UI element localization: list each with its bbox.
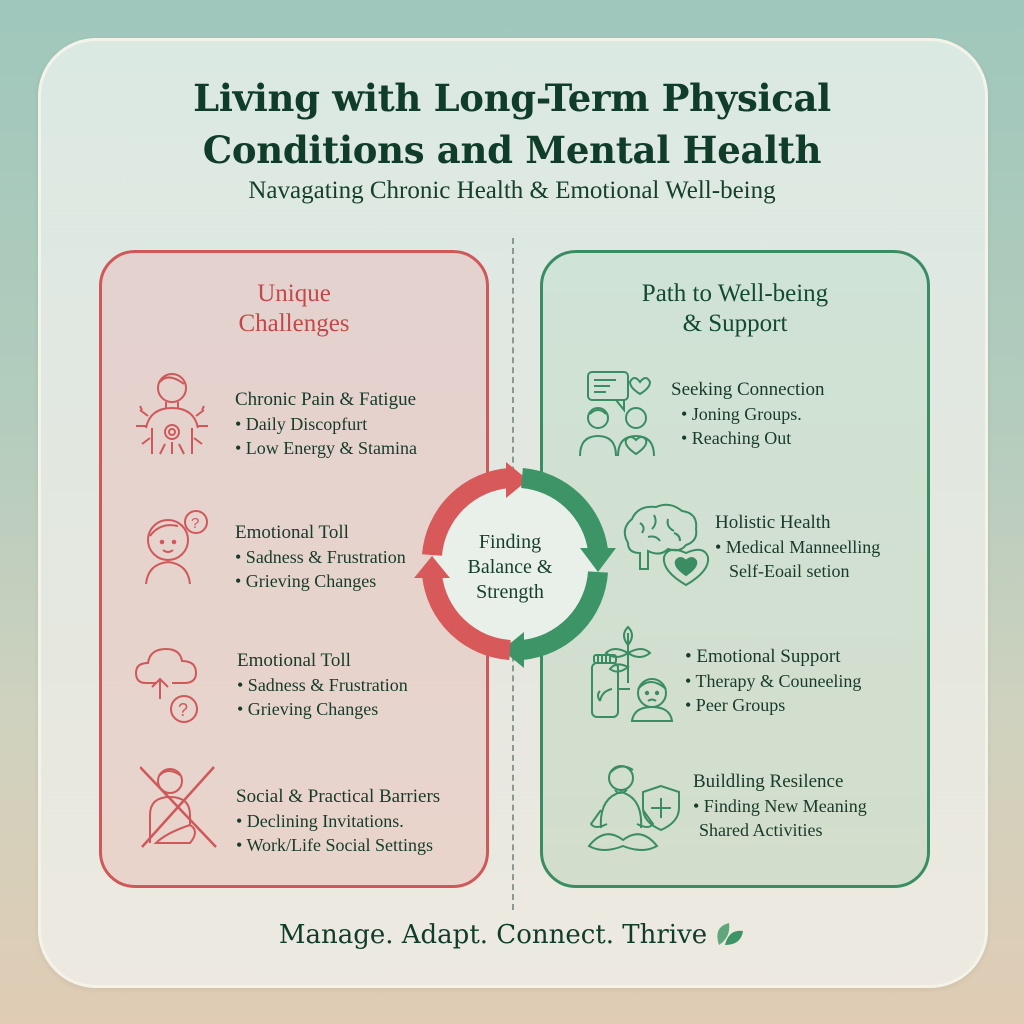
person-crossed-icon [140, 766, 217, 848]
svg-text:?: ? [191, 515, 199, 532]
item-bullet: • Sadness & Frustration [235, 547, 406, 567]
support-panel: Path to Well-being & Support Seeking Con… [540, 250, 930, 888]
item-bullet: • Sadness & Frustration [237, 675, 408, 695]
page-title: Living with Long-Term Physical Condition… [0, 72, 1024, 176]
item-bullet: • Medical Manneelling [715, 537, 881, 557]
support-title-line-1: Path to Well-being [641, 280, 829, 307]
brain-heart-icon [623, 503, 710, 587]
challenges-title: Unique Challenges [102, 279, 486, 339]
item-bullet: • Declining Invitations. [236, 811, 404, 831]
item-heading: Seeking Connection [671, 379, 825, 400]
item-bullet: Shared Activities [699, 820, 823, 840]
center-caption: Finding Balance & Strength [410, 530, 610, 605]
plant-jar-person-icon [591, 625, 674, 722]
subtitle: Navagating Chronic Health & Emotional We… [248, 177, 776, 204]
leaf-icon [717, 923, 744, 945]
cloud-question-icon: ? [134, 647, 198, 723]
challenges-title-line-2: Challenges [238, 310, 350, 337]
title-line-2: Conditions and Mental Health [202, 128, 822, 172]
support-title-line-2: & Support [682, 310, 788, 337]
item-bullet: • Therapy & Couneeling [685, 671, 862, 691]
tagline-text: Manage. Adapt. Connect. Thrive [278, 920, 708, 950]
center-line-1: Finding [478, 531, 542, 553]
item-heading: Holistic Health [715, 512, 831, 533]
support-title: Path to Well-being & Support [543, 279, 927, 339]
people-chat-heart-icon [579, 371, 655, 457]
item-bullet: • Work/Life Social Settings [236, 835, 433, 855]
challenges-title-line-1: Unique [257, 280, 331, 307]
title-line-1: Living with Long-Term Physical [193, 76, 831, 120]
item-heading: Chronic Pain & Fatigue [235, 389, 417, 410]
footer-tagline: Manage. Adapt. Connect. Thrive [0, 920, 1024, 950]
item-bullet: Self-Eoail setion [729, 561, 850, 581]
item-bullet: • Grieving Changes [235, 571, 377, 591]
item-heading: Emotional Toll [237, 650, 351, 671]
item-bullet: • Peer Groups [685, 695, 786, 715]
item-heading: Buildling Resilence [693, 771, 844, 792]
person-question-icon: ? [145, 510, 208, 585]
meditation-shield-icon [587, 765, 680, 851]
center-line-2: Balance & [467, 556, 553, 578]
svg-text:?: ? [178, 700, 188, 720]
item-bullet: • Daily Discopfurt [235, 414, 368, 434]
challenges-panel: Unique Challenges Chronic Pain & Fatigue… [99, 250, 489, 888]
person-pain-icon [136, 373, 208, 455]
item-bullet: • Finding New Meaning [693, 796, 867, 816]
cycle-arrows-icon [414, 462, 616, 668]
item-bullet: • Low Energy & Stamina [235, 438, 417, 458]
item-heading: • Emotional Support [685, 646, 841, 667]
center-line-3: Strength [476, 581, 544, 603]
item-bullet: • Grieving Changes [237, 699, 379, 719]
item-bullet: • Joning Groups. [681, 404, 802, 424]
item-heading: Emotional Toll [235, 522, 349, 543]
item-heading: Social & Practical Barriers [236, 786, 441, 807]
item-bullet: • Reaching Out [681, 428, 792, 448]
